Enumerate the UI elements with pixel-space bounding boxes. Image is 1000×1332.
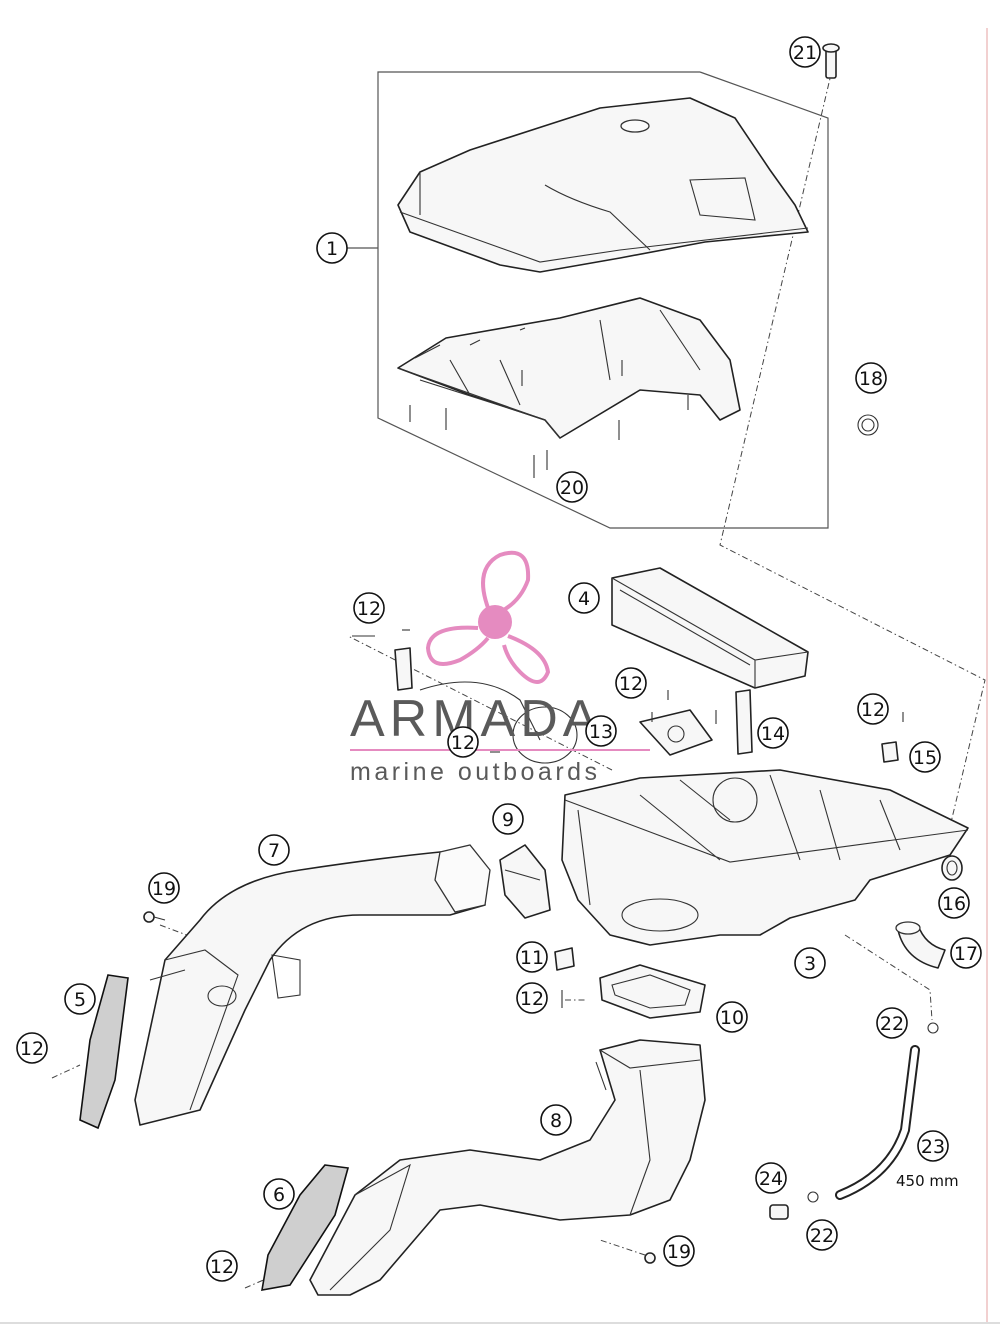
intake-rubber-9 (499, 844, 551, 919)
svg-text:12: 12 (20, 1038, 44, 1060)
svg-text:12: 12 (619, 673, 643, 695)
small-fittings (352, 629, 904, 764)
svg-text:22: 22 (810, 1225, 834, 1247)
plug-and-clamps (769, 1022, 939, 1220)
filter-support-frame (397, 297, 741, 439)
clamp-18 (857, 414, 879, 436)
callout-20: 20 (556, 471, 588, 503)
callout-23: 23 (917, 1130, 949, 1162)
svg-text:7: 7 (268, 840, 280, 862)
callout-13: 13 (585, 715, 617, 747)
callout-7: 7 (258, 834, 290, 866)
callout-12-a: 12 (353, 592, 385, 624)
callout-10: 10 (716, 1001, 748, 1033)
callout-1: 1 (316, 232, 348, 264)
callout-12-g: 12 (206, 1250, 238, 1282)
svg-text:22: 22 (880, 1013, 904, 1035)
mesh-grille-6 (261, 1164, 350, 1291)
screws-19 (143, 911, 656, 1264)
svg-text:13: 13 (589, 721, 613, 743)
svg-text:9: 9 (502, 809, 514, 831)
intake-duct-upper (134, 844, 491, 1126)
callout-12-b: 12 (615, 667, 647, 699)
svg-text:19: 19 (667, 1241, 691, 1263)
callout-14: 14 (757, 717, 789, 749)
callout-9: 9 (492, 803, 524, 835)
svg-text:18: 18 (859, 368, 883, 390)
svg-text:20: 20 (560, 477, 584, 499)
hose-length-label: 450 mm (896, 1172, 959, 1190)
callout-18: 18 (855, 362, 887, 394)
callout-12-f: 12 (16, 1032, 48, 1064)
callout-12-e: 12 (516, 982, 548, 1014)
armada-logo: ARMADA marine outboards (350, 550, 650, 786)
callout-4: 4 (568, 582, 600, 614)
svg-text:1: 1 (326, 238, 338, 260)
hose-23 (835, 1045, 920, 1200)
intake-duct-lower (309, 1039, 706, 1296)
clip-11 (554, 947, 575, 1008)
svg-text:10: 10 (720, 1007, 744, 1029)
grommet-16 (941, 855, 963, 881)
assembly-frame (347, 71, 829, 529)
callout-19-a: 19 (148, 872, 180, 904)
svg-text:12: 12 (861, 699, 885, 721)
svg-text:15: 15 (913, 747, 937, 769)
svg-text:24: 24 (759, 1168, 783, 1190)
svg-text:19: 19 (152, 878, 176, 900)
callout-22-a: 22 (876, 1007, 908, 1039)
svg-text:5: 5 (74, 989, 86, 1011)
callout-12-d: 12 (447, 726, 479, 758)
callout-16: 16 (938, 887, 970, 919)
svg-text:6: 6 (273, 1184, 285, 1206)
air-filter (611, 567, 809, 689)
svg-text:8: 8 (550, 1110, 562, 1132)
svg-text:11: 11 (520, 947, 544, 969)
svg-text:23: 23 (921, 1136, 945, 1158)
svg-text:17: 17 (954, 943, 978, 965)
elbow-17 (895, 921, 946, 969)
airbox-body (561, 769, 969, 946)
airbox-cover (397, 97, 809, 273)
callout-19-b: 19 (663, 1235, 695, 1267)
svg-text:14: 14 (761, 723, 785, 745)
callout-17: 17 (950, 937, 982, 969)
pin-21 (822, 43, 840, 79)
svg-text:16: 16 (942, 893, 966, 915)
mesh-grille-5 (79, 974, 129, 1130)
callout-3: 3 (794, 947, 826, 979)
propeller-icon (425, 550, 551, 684)
callout-21: 21 (789, 36, 821, 68)
svg-text:12: 12 (451, 732, 475, 754)
svg-text:3: 3 (804, 953, 816, 975)
callout-8: 8 (540, 1104, 572, 1136)
callout-11: 11 (516, 941, 548, 973)
svg-text:12: 12 (520, 988, 544, 1010)
callout-12-c: 12 (857, 693, 889, 725)
leader-lines (51, 69, 986, 1289)
callout-5: 5 (64, 983, 96, 1015)
callout-22-b: 22 (806, 1219, 838, 1251)
callout-6: 6 (263, 1178, 295, 1210)
screws-set (409, 360, 689, 478)
brand-tagline: marine outboards (350, 758, 601, 786)
svg-text:21: 21 (793, 42, 817, 64)
svg-text:4: 4 (578, 588, 590, 610)
callout-15: 15 (909, 741, 941, 773)
svg-text:12: 12 (210, 1256, 234, 1278)
callout-24: 24 (755, 1162, 787, 1194)
intake-seal-10 (599, 964, 706, 1019)
svg-text:12: 12 (357, 598, 381, 620)
